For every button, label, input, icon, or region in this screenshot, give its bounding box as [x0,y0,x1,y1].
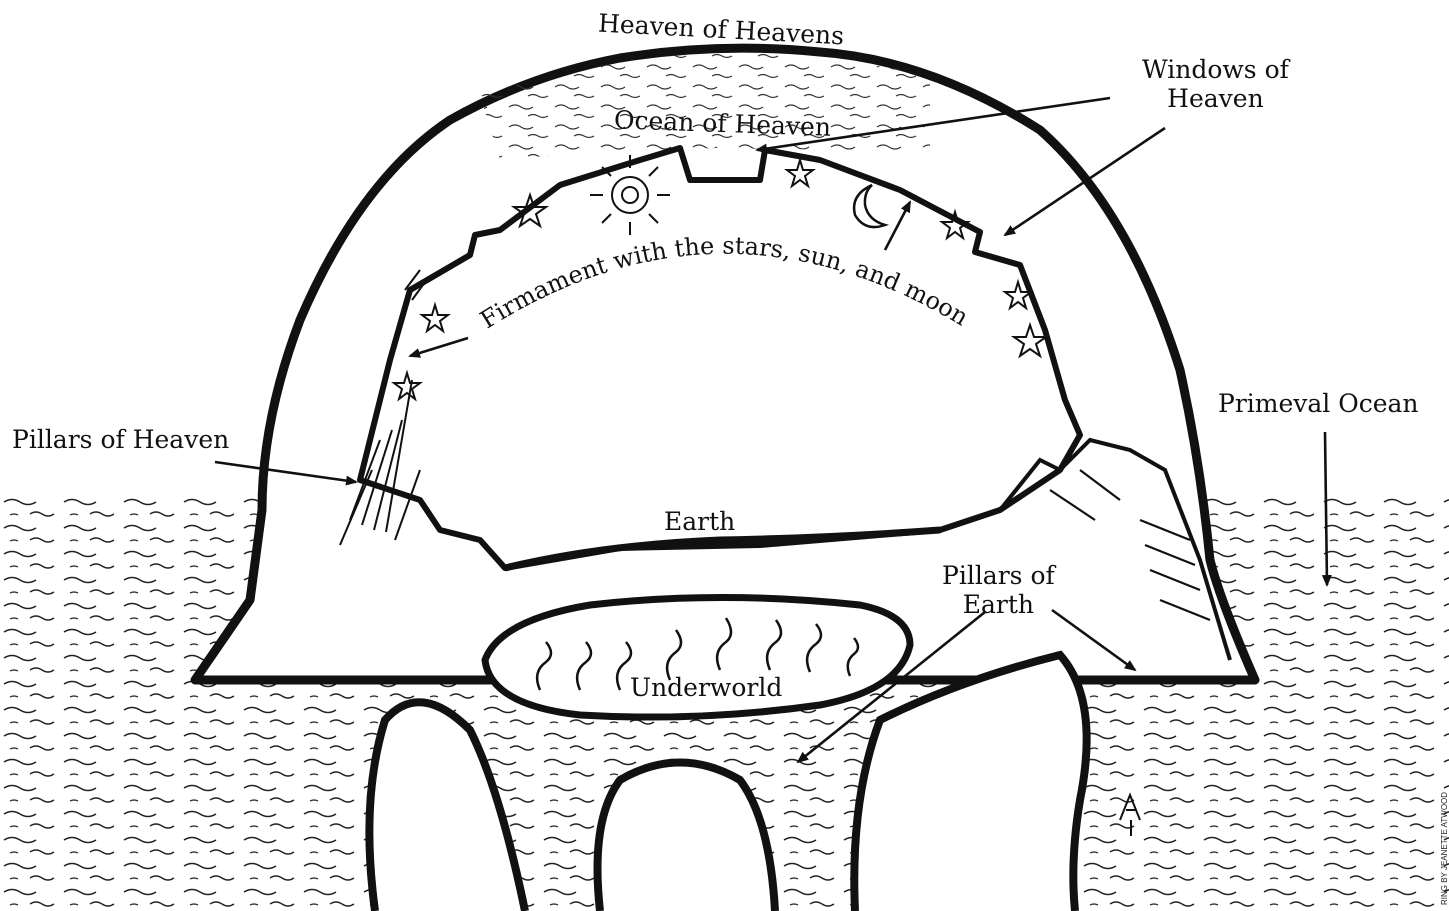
pillars-of-earth-line2: Earth [942,591,1055,620]
artist-credit: RING BY JEANETTE ATWOOD [1440,792,1449,905]
windows-of-heaven-label: Windows of Heaven [1142,56,1289,114]
earth-label: Earth [664,508,735,537]
ocean-of-heaven-band [480,52,930,160]
pillars-of-earth-line1: Pillars of [942,562,1055,591]
pillars-of-heaven-label: Pillars of Heaven [12,426,229,455]
windows-of-heaven-line2: Heaven [1142,85,1289,114]
windows-of-heaven-line1: Windows of [1142,56,1289,85]
pillars-of-earth-label: Pillars of Earth [942,562,1055,620]
underworld-label: Underworld [630,674,782,703]
primeval-ocean-label: Primeval Ocean [1218,390,1419,419]
